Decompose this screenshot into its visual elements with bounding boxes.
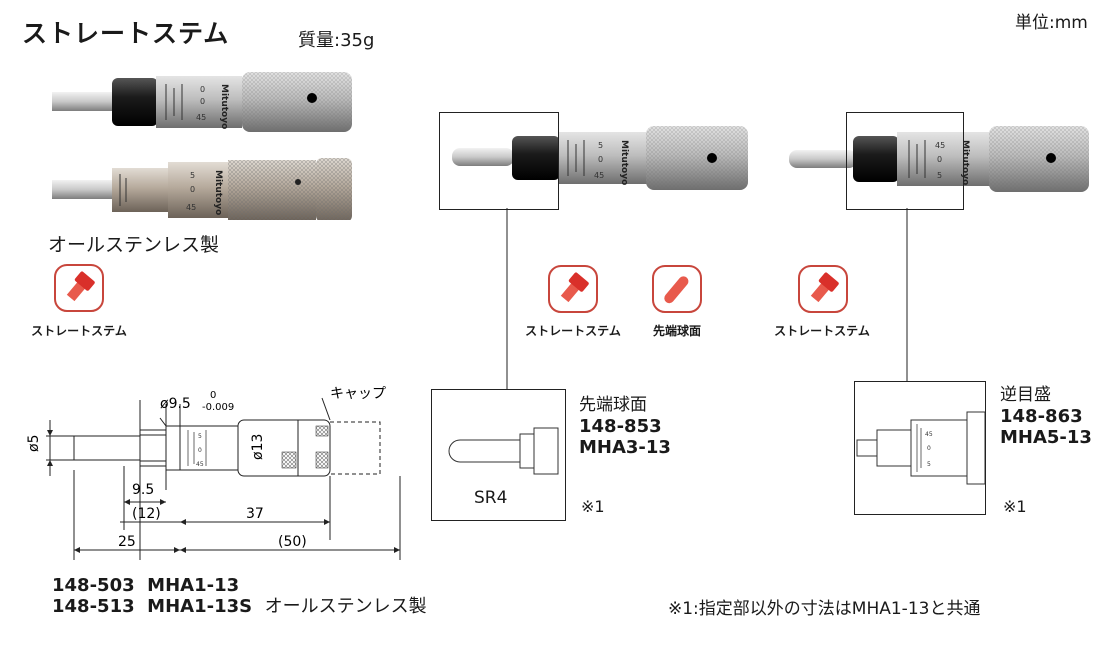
unit-label: 単位:mm xyxy=(1015,13,1088,33)
micrometer-photo-ball-tip: 5 0 45 Mitutoyo xyxy=(452,126,748,190)
ball-tip-icon-label: 先端球面 xyxy=(652,324,701,338)
dia-thimble-base-label: ø9.5 xyxy=(160,396,191,412)
dimension-drawing: 5 0 45 ø5 ø9.5 0 -0.009 ø13 キャップ 9.5 (12… xyxy=(26,386,401,560)
straight-stem-icon-2-label: ストレートステム xyxy=(525,324,621,338)
dim-37: 37 xyxy=(246,506,264,522)
weight-label: 質量:35g xyxy=(298,30,375,51)
svg-text:Mitutoyo: Mitutoyo xyxy=(219,84,229,129)
svg-text:5: 5 xyxy=(598,141,603,150)
detail-box-ball-tip: SR4 xyxy=(431,389,566,521)
dim-25: 25 xyxy=(118,534,136,550)
straight-stem-icon-3-label: ストレートステム xyxy=(774,324,870,338)
dim-12: (12) xyxy=(132,506,161,522)
svg-text:45: 45 xyxy=(186,203,196,212)
straight-stem-icon-3 xyxy=(796,264,850,318)
svg-text:0: 0 xyxy=(190,185,195,194)
footnote: ※1:指定部以外の寸法はMHA1-13と共通 xyxy=(668,599,981,619)
svg-text:Mitutoyo: Mitutoyo xyxy=(213,170,223,215)
detail-box-reverse-scale: 45 0 5 xyxy=(854,381,986,515)
zoom-frame-right xyxy=(846,112,964,210)
micrometer-photos-left: 0 0 45 Mitutoyo 5 0 45 Mitutoyo xyxy=(52,72,352,220)
svg-text:5: 5 xyxy=(198,433,202,440)
svg-text:45: 45 xyxy=(935,141,945,150)
svg-text:45: 45 xyxy=(925,431,933,438)
ball-tip-icon xyxy=(650,264,704,318)
cap-label: キャップ xyxy=(330,386,386,402)
model-line-2: 148-513 MHA1-13S オールステンレス製 xyxy=(52,596,427,617)
svg-text:5: 5 xyxy=(927,461,931,468)
micrometer-photo-stainless: 5 0 45 Mitutoyo xyxy=(52,158,352,220)
dia-spindle-label: ø5 xyxy=(26,435,42,452)
sr4-label: SR4 xyxy=(474,488,508,508)
svg-text:45: 45 xyxy=(196,113,206,122)
dia-tol-lower: -0.009 xyxy=(202,402,234,413)
svg-text:0: 0 xyxy=(598,155,603,164)
micrometer-photo-black: 0 0 45 Mitutoyo xyxy=(52,72,352,132)
model-list: 148-503 MHA1-13 148-513 MHA1-13S オールステンレ… xyxy=(52,575,427,617)
leader-line-right xyxy=(906,208,908,382)
note-mark-right: ※1 xyxy=(1003,497,1027,516)
micrometer-photo-reverse-scale: 45 0 5 Mitutoyo xyxy=(789,126,1089,192)
reverse-scale-detail-text: 逆目盛 148-863 MHA5-13 xyxy=(1000,385,1092,448)
note-mark-middle: ※1 xyxy=(581,497,605,516)
svg-text:0: 0 xyxy=(198,447,202,454)
dim-9-5: 9.5 xyxy=(132,482,154,498)
svg-text:0: 0 xyxy=(937,155,942,164)
svg-text:0: 0 xyxy=(200,85,205,94)
ball-tip-detail-text: 先端球面 148-853 MHA3-13 xyxy=(579,395,671,458)
leader-line-middle xyxy=(506,208,508,390)
dim-50: (50) xyxy=(278,534,307,550)
svg-text:0: 0 xyxy=(927,445,931,452)
dia-tol-upper: 0 xyxy=(210,390,216,401)
svg-text:5: 5 xyxy=(937,171,942,180)
zoom-frame-middle-outline xyxy=(439,112,559,210)
model-line-1: 148-503 MHA1-13 xyxy=(52,575,240,596)
dia-thimble-label: ø13 xyxy=(250,434,266,460)
svg-text:Mitutoyo: Mitutoyo xyxy=(619,140,629,185)
stainless-note: オールステンレス製 xyxy=(48,234,220,256)
svg-text:Mitutoyo: Mitutoyo xyxy=(960,140,970,185)
svg-text:5: 5 xyxy=(190,171,195,180)
straight-stem-icon-2 xyxy=(546,264,600,318)
svg-text:45: 45 xyxy=(196,461,204,468)
page-title: ストレートステム xyxy=(22,19,230,48)
straight-stem-icon-label: ストレートステム xyxy=(31,324,127,338)
straight-stem-icon xyxy=(52,263,106,317)
svg-text:45: 45 xyxy=(594,171,604,180)
svg-text:0: 0 xyxy=(200,97,205,106)
